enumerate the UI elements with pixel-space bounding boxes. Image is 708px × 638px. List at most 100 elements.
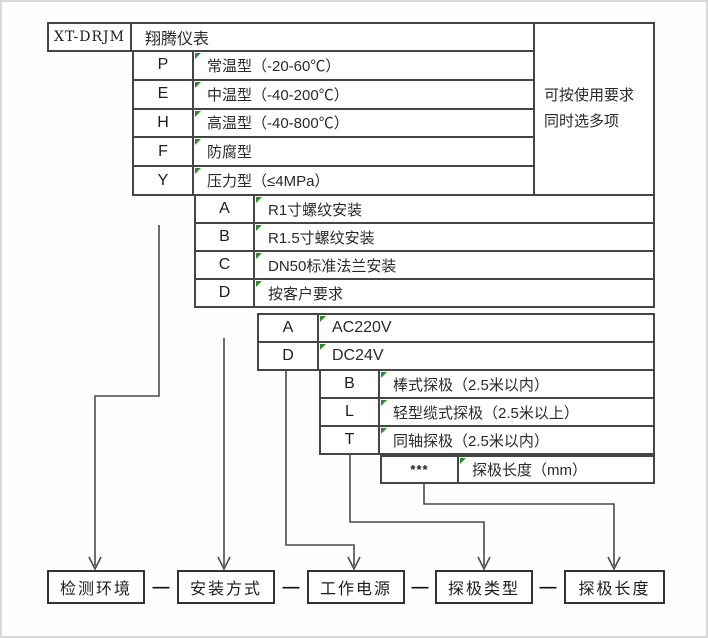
table-row: *** 探极长度（mm） xyxy=(382,457,653,482)
cell-flag-icon xyxy=(256,225,262,231)
separator-dash: — xyxy=(411,577,429,596)
desc-cell: 常温型（-20-60℃） xyxy=(194,52,533,79)
table-row: B 棒式探极（2.5米以内） xyxy=(321,371,653,397)
desc-text: AC220V xyxy=(332,319,392,336)
model-code-cell: XT-DRJM xyxy=(49,24,132,50)
code-cell: A xyxy=(259,315,319,341)
table-row: H 高温型（-40-800℃） xyxy=(134,107,533,137)
desc-text: 按客户要求 xyxy=(268,285,344,303)
desc-text: 中温型（-40-200℃） xyxy=(207,86,349,104)
desc-cell: DN50标准法兰安装 xyxy=(255,252,653,278)
table-row: L 轻型缆式探极（2.5米以上） xyxy=(321,397,653,425)
desc-cell: 按客户要求 xyxy=(255,280,653,306)
code-cell: C xyxy=(196,252,255,278)
desc-cell: 压力型（≤4MPa） xyxy=(194,167,533,194)
code-cell: T xyxy=(321,427,380,453)
arrow-down-icon xyxy=(607,556,621,571)
category-box-probe-type: 探极类型 xyxy=(435,570,533,604)
brand-cell: 翔腾仪表 xyxy=(132,24,533,50)
code-cell: H xyxy=(134,109,194,137)
side-note-text: 可按使用要求同时选多项 xyxy=(544,86,635,130)
desc-text: DC24V xyxy=(332,347,384,364)
code-cell: D xyxy=(259,343,319,369)
desc-cell: DC24V xyxy=(319,343,653,369)
table-row: F 防腐型 xyxy=(134,136,533,166)
cell-flag-icon xyxy=(320,344,326,350)
table-row: D DC24V xyxy=(259,341,653,369)
code-cell: A xyxy=(196,196,255,222)
table-row: T 同轴探极（2.5米以内） xyxy=(321,425,653,453)
desc-cell: R1.5寸螺纹安装 xyxy=(255,224,653,250)
desc-text: 探极长度（mm） xyxy=(472,462,587,479)
cell-flag-icon xyxy=(381,428,387,434)
cell-flag-icon xyxy=(381,400,387,406)
code-cell: E xyxy=(134,80,194,108)
code-cell: L xyxy=(321,399,380,425)
code-cell: D xyxy=(196,280,255,306)
table-row: E 中温型（-40-200℃） xyxy=(134,78,533,108)
brand-label: 翔腾仪表 xyxy=(145,31,210,48)
probe-type-table: B 棒式探极（2.5米以内） L 轻型缆式探极（2.5米以上） T 同轴探极（2… xyxy=(319,369,655,455)
desc-cell: 同轴探极（2.5米以内） xyxy=(380,427,653,453)
arrow-down-icon xyxy=(88,556,102,571)
desc-text: R1寸螺纹安装 xyxy=(268,201,363,219)
connector-environment xyxy=(94,225,160,566)
table-row: C DN50标准法兰安装 xyxy=(196,250,653,278)
cell-flag-icon xyxy=(195,81,201,88)
separator-dash: — xyxy=(539,577,557,596)
category-box-installation: 安装方式 xyxy=(177,570,275,604)
cell-flag-icon xyxy=(256,281,262,287)
cell-flag-icon xyxy=(195,168,201,175)
category-box-power: 工作电源 xyxy=(307,570,405,604)
cell-flag-icon xyxy=(320,316,326,322)
desc-text: 轻型缆式探极（2.5米以上） xyxy=(393,404,579,422)
cell-flag-icon xyxy=(195,139,201,146)
arrow-down-icon xyxy=(217,556,231,571)
table-row: Y 压力型（≤4MPa） xyxy=(134,165,533,194)
cell-flag-icon xyxy=(256,253,262,259)
desc-cell: 中温型（-40-200℃） xyxy=(194,81,533,108)
desc-text: 高温型（-40-800℃） xyxy=(207,115,349,133)
cell-flag-icon xyxy=(256,197,262,203)
desc-text: 棒式探极（2.5米以内） xyxy=(393,376,549,394)
desc-cell: AC220V xyxy=(319,315,653,341)
category-box-environment: 检测环境 xyxy=(47,570,145,604)
category-label: 探极长度 xyxy=(578,581,651,598)
environment-table: P 常温型（-20-60℃） E 中温型（-40-200℃） H 高温型（-40… xyxy=(132,50,535,196)
arrow-down-icon xyxy=(477,556,491,571)
desc-cell: 探极长度（mm） xyxy=(459,457,653,482)
table-row: XT-DRJM 翔腾仪表 xyxy=(49,24,533,50)
desc-text: DN50标准法兰安装 xyxy=(268,257,397,275)
connector-probe-length xyxy=(423,484,615,566)
installation-table: A R1寸螺纹安装 B R1.5寸螺纹安装 C DN50标准法兰安装 D 按客户… xyxy=(194,194,655,308)
desc-cell: 棒式探极（2.5米以内） xyxy=(380,371,653,397)
header-table: XT-DRJM 翔腾仪表 xyxy=(47,22,535,52)
category-box-probe-length: 探极长度 xyxy=(564,570,665,604)
cell-flag-icon xyxy=(195,53,201,59)
table-row: B R1.5寸螺纹安装 xyxy=(196,222,653,250)
desc-text: 常温型（-20-60℃） xyxy=(207,57,341,75)
probe-length-table: *** 探极长度（mm） xyxy=(380,455,655,484)
code-cell: P xyxy=(134,52,194,79)
desc-text: 防腐型 xyxy=(207,144,253,162)
category-label: 检测环境 xyxy=(59,581,132,598)
table-row: A R1寸螺纹安装 xyxy=(196,196,653,222)
category-label: 探极类型 xyxy=(447,581,520,598)
cell-flag-icon xyxy=(381,372,387,378)
arrow-down-icon xyxy=(347,556,361,571)
desc-text: R1.5寸螺纹安装 xyxy=(268,229,375,247)
desc-text: 压力型（≤4MPa） xyxy=(207,173,330,191)
code-cell: B xyxy=(196,224,255,250)
cell-flag-icon xyxy=(195,110,201,117)
desc-cell: 高温型（-40-800℃） xyxy=(194,110,533,137)
table-row: A AC220V xyxy=(259,315,653,341)
separator-dash: — xyxy=(282,577,300,596)
category-label: 安装方式 xyxy=(189,581,262,598)
desc-text: 同轴探极（2.5米以内） xyxy=(393,432,549,450)
code-cell: Y xyxy=(134,167,194,194)
code-cell: *** xyxy=(382,457,459,482)
side-note-box: 可按使用要求同时选多项 xyxy=(533,22,655,196)
category-label: 工作电源 xyxy=(319,581,392,598)
desc-cell: 轻型缆式探极（2.5米以上） xyxy=(380,399,653,425)
